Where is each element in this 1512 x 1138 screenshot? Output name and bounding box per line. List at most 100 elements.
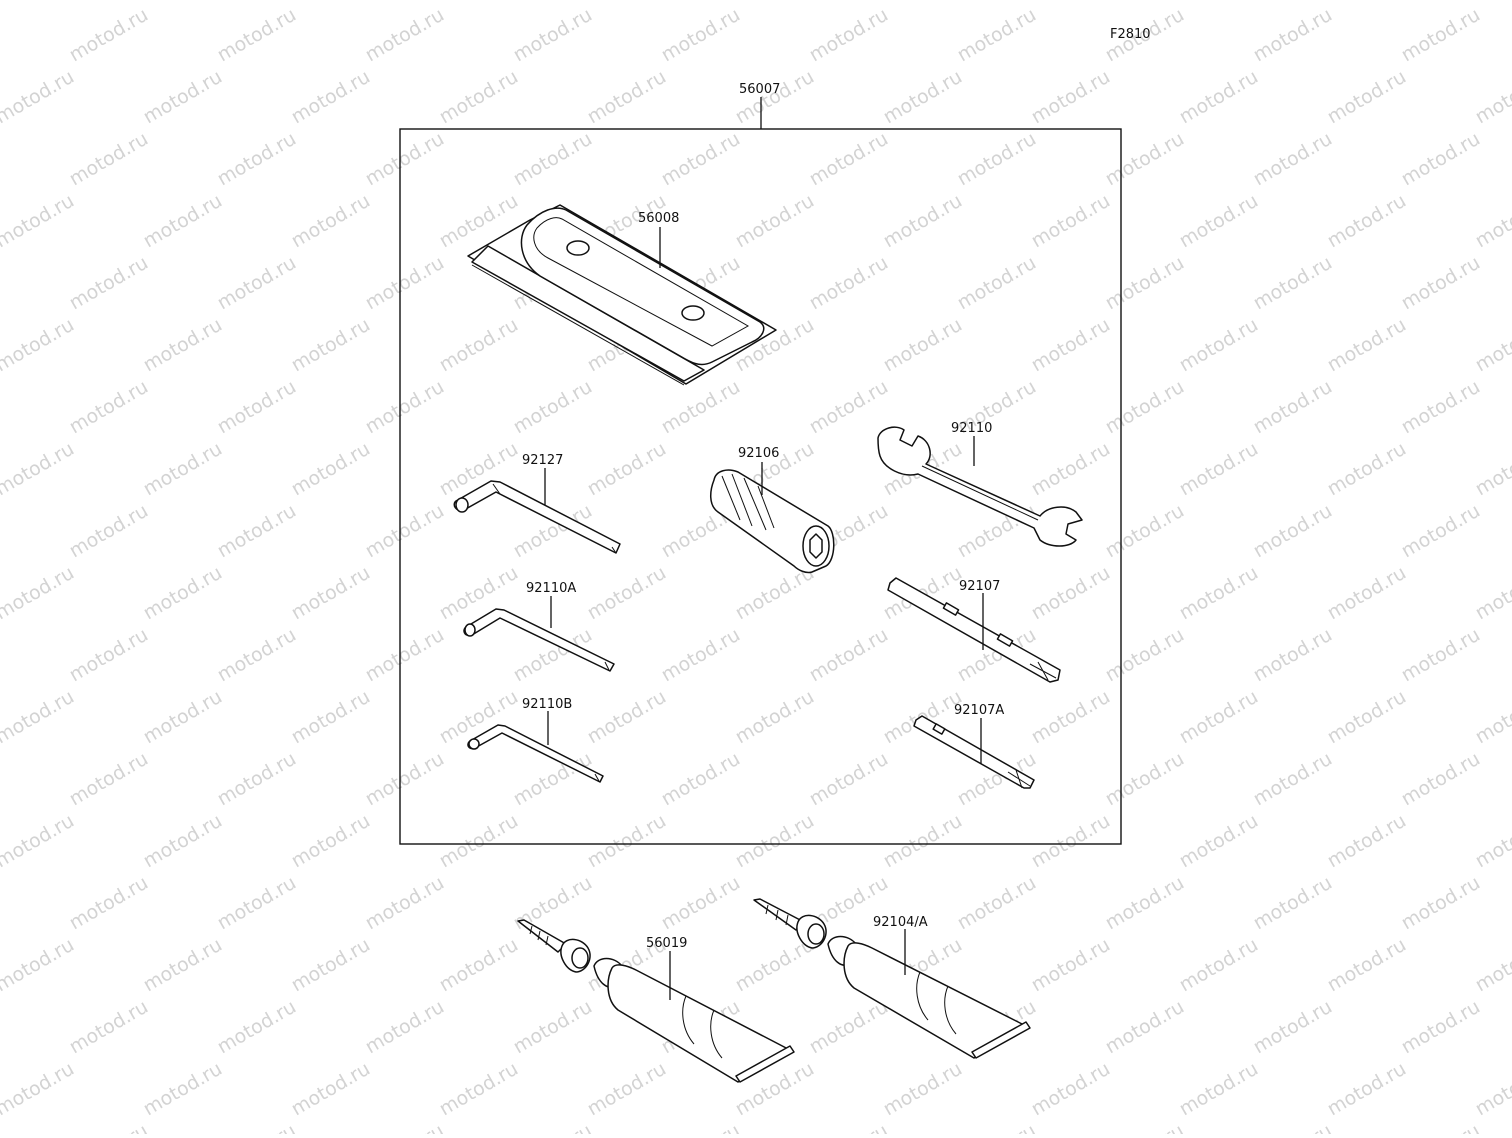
watermark-text: motod.ru	[1398, 872, 1484, 935]
watermark-text: motod.ru	[362, 500, 448, 563]
watermark-text: motod.ru	[880, 810, 966, 873]
watermark-text: motod.ru	[66, 872, 152, 935]
watermark-text: motod.ru	[1176, 934, 1262, 997]
watermark-text: motod.ru	[362, 252, 448, 315]
watermark-text: motod.ru	[880, 66, 966, 129]
watermark-text: motod.ru	[436, 810, 522, 873]
watermark-text: motod.ru	[288, 314, 374, 377]
watermark-text: motod.ru	[0, 810, 78, 873]
screwdriver-bit-label: 92107A	[954, 703, 1004, 718]
watermark-text: motod.ru	[140, 190, 226, 253]
watermark-text: motod.ru	[1398, 500, 1484, 563]
watermark-text: motod.ru	[436, 934, 522, 997]
watermark-text: motod.ru	[584, 438, 670, 501]
watermark-text: motod.ru	[806, 624, 892, 687]
watermark-text: motod.ru	[584, 1058, 670, 1121]
watermark-text: motod.ru	[214, 748, 300, 811]
screwdriver-bit[interactable]	[914, 716, 1034, 788]
watermark-text: motod.ru	[1250, 376, 1336, 439]
watermark-text: motod.ru	[288, 66, 374, 129]
watermark-text: motod.ru	[510, 996, 596, 1059]
watermark-text: motod.ru	[658, 376, 744, 439]
watermark-text: motod.ru	[806, 128, 892, 191]
watermark-text: motod.ru	[0, 252, 4, 315]
watermark-text: motod.ru	[66, 624, 152, 687]
watermark-text: motod.ru	[1102, 1120, 1188, 1134]
watermark-text: motod.ru	[806, 1120, 892, 1134]
watermark-text: motod.ru	[1324, 314, 1410, 377]
watermark-text: motod.ru	[1176, 810, 1262, 873]
watermark-text: motod.ru	[658, 872, 744, 935]
watermark-text: motod.ru	[1472, 438, 1512, 501]
tube-left-label: 56019	[646, 936, 687, 951]
watermark-text: motod.ru	[658, 128, 744, 191]
diagram-code: F2810	[1110, 27, 1151, 42]
watermark-text: motod.ru	[806, 996, 892, 1059]
watermark-text: motod.ru	[0, 4, 4, 67]
watermark-text: motod.ru	[66, 376, 152, 439]
watermark-text: motod.ru	[732, 810, 818, 873]
watermark-text: motod.ru	[0, 500, 4, 563]
watermark-text: motod.ru	[288, 438, 374, 501]
watermark-text: motod.ru	[1250, 872, 1336, 935]
watermark-text: motod.ru	[880, 0, 966, 4]
watermark-text: motod.ru	[1102, 872, 1188, 935]
watermark-text: motod.ru	[66, 4, 152, 67]
watermark-text: motod.ru	[1250, 252, 1336, 315]
watermark-text: motod.ru	[1398, 252, 1484, 315]
watermark-text: motod.ru	[214, 128, 300, 191]
watermark-text: motod.ru	[362, 4, 448, 67]
watermark-text: motod.ru	[1472, 1058, 1512, 1121]
watermark-text: motod.ru	[1398, 1120, 1484, 1134]
watermark-text: motod.ru	[214, 4, 300, 67]
watermark-text: motod.ru	[584, 810, 670, 873]
watermark-text: motod.ru	[140, 810, 226, 873]
watermark-text: motod.ru	[880, 190, 966, 253]
watermark-text: motod.ru	[1250, 1120, 1336, 1134]
watermark-text: motod.ru	[0, 686, 78, 749]
watermark-text: motod.ru	[954, 4, 1040, 67]
watermark-text: motod.ru	[1324, 190, 1410, 253]
watermark-text: motod.ru	[658, 1120, 744, 1134]
watermark-text: motod.ru	[436, 66, 522, 129]
watermark-text: motod.ru	[584, 686, 670, 749]
screwdriver-label: 92107	[959, 579, 1000, 594]
watermark-text: motod.ru	[1398, 128, 1484, 191]
watermark-text: motod.ru	[954, 128, 1040, 191]
watermark-text: motod.ru	[436, 1058, 522, 1121]
watermark-text: motod.ru	[288, 0, 374, 4]
watermark-text: motod.ru	[1472, 0, 1512, 4]
watermark-text: motod.ru	[806, 252, 892, 315]
watermark-text: motod.ru	[140, 314, 226, 377]
watermark-text: motod.ru	[1028, 810, 1114, 873]
watermark-text: motod.ru	[1176, 190, 1262, 253]
watermark-text: motod.ru	[1250, 996, 1336, 1059]
watermark-text: motod.ru	[362, 376, 448, 439]
watermark-text: motod.ru	[66, 996, 152, 1059]
watermark-text: motod.ru	[140, 438, 226, 501]
watermark-text: motod.ru	[288, 934, 374, 997]
watermark-text: motod.ru	[1324, 0, 1410, 4]
watermark-text: motod.ru	[1028, 438, 1114, 501]
watermark-text: motod.ru	[214, 500, 300, 563]
hex-wrench-medium-label: 92110A	[526, 581, 576, 596]
watermark-text: motod.ru	[510, 4, 596, 67]
watermark-text: motod.ru	[0, 996, 4, 1059]
watermark-text: motod.ru	[66, 128, 152, 191]
watermark-text: motod.ru	[140, 562, 226, 625]
watermark-text: motod.ru	[1324, 934, 1410, 997]
watermark-text: motod.ru	[140, 66, 226, 129]
watermark-text: motod.ru	[1028, 0, 1114, 4]
watermark-text: motod.ru	[0, 314, 78, 377]
watermark-text: motod.ru	[1398, 376, 1484, 439]
watermark-text: motod.ru	[1176, 562, 1262, 625]
watermark-text: motod.ru	[0, 438, 78, 501]
watermark-text: motod.ru	[1102, 252, 1188, 315]
watermark-text: motod.ru	[1398, 996, 1484, 1059]
watermark-text: motod.ru	[0, 562, 78, 625]
watermark-text: motod.ru	[0, 128, 4, 191]
watermark-text: motod.ru	[1102, 748, 1188, 811]
watermark-text: motod.ru	[288, 686, 374, 749]
watermark-text: motod.ru	[584, 0, 670, 4]
watermark-text: motod.ru	[806, 748, 892, 811]
